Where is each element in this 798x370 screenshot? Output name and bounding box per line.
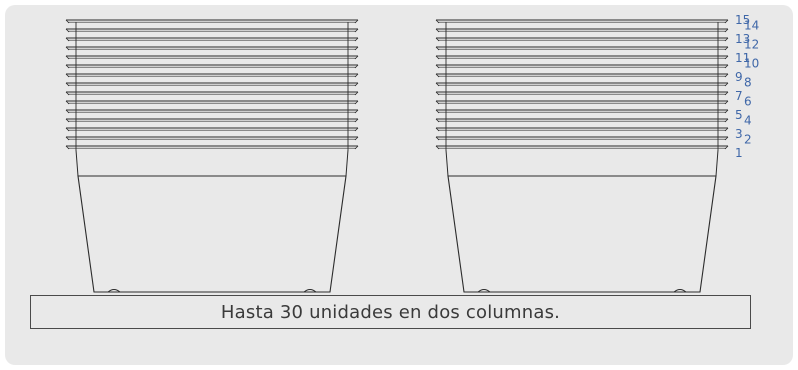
unit-number-label: 14	[744, 19, 759, 33]
left-tray-rim	[65, 28, 359, 33]
unit-number-label: 1	[735, 146, 743, 160]
unit-number-label: 12	[744, 38, 759, 52]
unit-number-label: 11	[735, 51, 750, 65]
unit-number-label: 9	[735, 70, 743, 84]
right-tray-foot	[673, 289, 687, 293]
unit-number-label: 15	[735, 13, 750, 27]
right-tray-stack	[435, 19, 729, 293]
left-tray-rim	[65, 46, 359, 51]
right-tray-rim	[435, 109, 729, 114]
right-tray-rim	[435, 145, 729, 150]
left-tray-rim	[65, 145, 359, 150]
right-tray-rim	[435, 100, 729, 105]
left-tray-rim	[65, 100, 359, 105]
left-tray-rim	[65, 127, 359, 132]
unit-number-label: 3	[735, 127, 743, 141]
left-tray-rim	[65, 91, 359, 96]
right-tray-rim	[435, 55, 729, 60]
left-tray-rim	[65, 19, 359, 24]
unit-number-label: 6	[744, 95, 752, 109]
right-stack-walls	[445, 22, 719, 150]
right-tray-rim	[435, 91, 729, 96]
caption-box: Hasta 30 unidades en dos columnas.	[30, 295, 751, 329]
unit-number-label: 4	[744, 114, 752, 128]
right-tray-foot	[477, 289, 491, 293]
right-tray-rim	[435, 136, 729, 141]
left-tray-rim	[65, 55, 359, 60]
right-tray-rim	[435, 46, 729, 51]
right-tray-rim	[435, 19, 729, 24]
right-tray-rim	[435, 118, 729, 123]
right-tray-rim	[435, 127, 729, 132]
left-tray-foot	[303, 289, 317, 293]
left-tray-body	[77, 175, 347, 293]
right-tray-rim	[435, 82, 729, 87]
caption-text: Hasta 30 unidades en dos columnas.	[220, 301, 561, 323]
left-tray-rim	[65, 64, 359, 69]
left-stack-walls	[75, 22, 349, 150]
unit-number-label: 10	[744, 57, 759, 71]
left-tray-rim	[65, 73, 359, 78]
unit-number-label: 8	[744, 76, 752, 90]
unit-number-label: 7	[735, 89, 743, 103]
left-tray-rim	[65, 37, 359, 42]
left-tray-rim	[65, 136, 359, 141]
left-tray-rim	[65, 82, 359, 87]
right-tray-rim	[435, 37, 729, 42]
unit-number-label: 13	[735, 32, 750, 46]
right-tray-rim	[435, 73, 729, 78]
left-tray-rim	[65, 109, 359, 114]
right-tray-collar	[445, 149, 719, 177]
left-tray-stack	[65, 19, 359, 293]
left-tray-foot	[107, 289, 121, 293]
right-tray-rim	[435, 28, 729, 33]
right-tray-rim	[435, 64, 729, 69]
unit-number-label: 5	[735, 108, 743, 122]
unit-number-label: 2	[744, 133, 752, 147]
right-tray-body	[447, 175, 717, 293]
left-tray-collar	[75, 149, 349, 177]
left-tray-rim	[65, 118, 359, 123]
